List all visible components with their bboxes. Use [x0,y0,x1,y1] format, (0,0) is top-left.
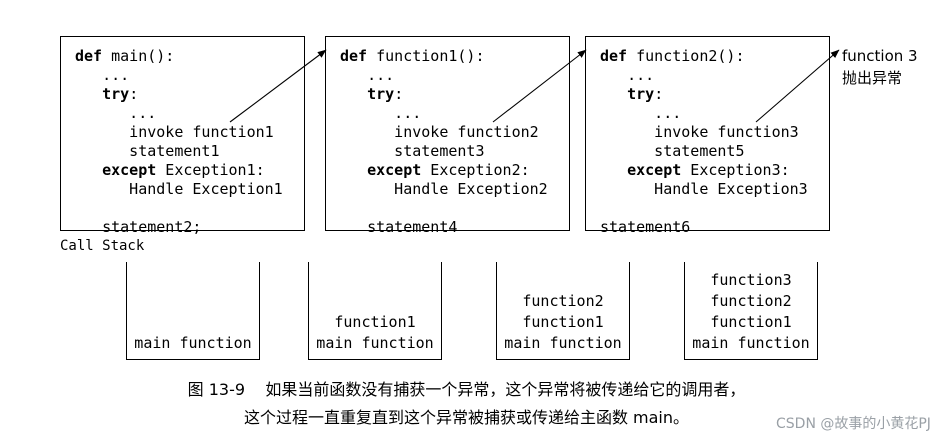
watermark: CSDN @故事的小黄花PJ [776,416,931,432]
call-stack-label: Call Stack [60,238,145,254]
stack-box-4: function3 function2 function1 main funct… [684,262,818,360]
stack-box-3: function2 function1 main function [496,262,630,360]
code-box-function1: def function1(): ... try: ... invoke fun… [325,36,570,236]
code-box-function2-text: def function2(): ... try: ... invoke fun… [600,47,808,236]
figure-caption-line2: 这个过程一直重复直到这个异常被捕获或传递给主函数 main。 [243,408,690,427]
stack-box-1: main function [126,262,260,360]
code-box-function2: def function2(): ... try: ... invoke fun… [585,36,830,236]
stack-box-3-frames: function2 function1 main function [504,292,622,352]
code-box-main-text: def main(): ... try: ... invoke function… [75,47,283,236]
annotation-function3-throws: function 3 抛出异常 [842,47,918,87]
code-box-main: def main(): ... try: ... invoke function… [60,36,305,236]
stack-box-2-frames: function1 main function [316,313,434,352]
stack-box-2: function1 main function [308,262,442,360]
stack-box-4-frames: function3 function2 function1 main funct… [692,271,810,352]
code-box-function1-text: def function1(): ... try: ... invoke fun… [340,47,548,236]
stack-box-1-frames: main function [134,334,252,352]
figure-caption-line1: 图 13-9 如果当前函数没有捕获一个异常，这个异常将被传递给它的调用者， [187,380,746,399]
